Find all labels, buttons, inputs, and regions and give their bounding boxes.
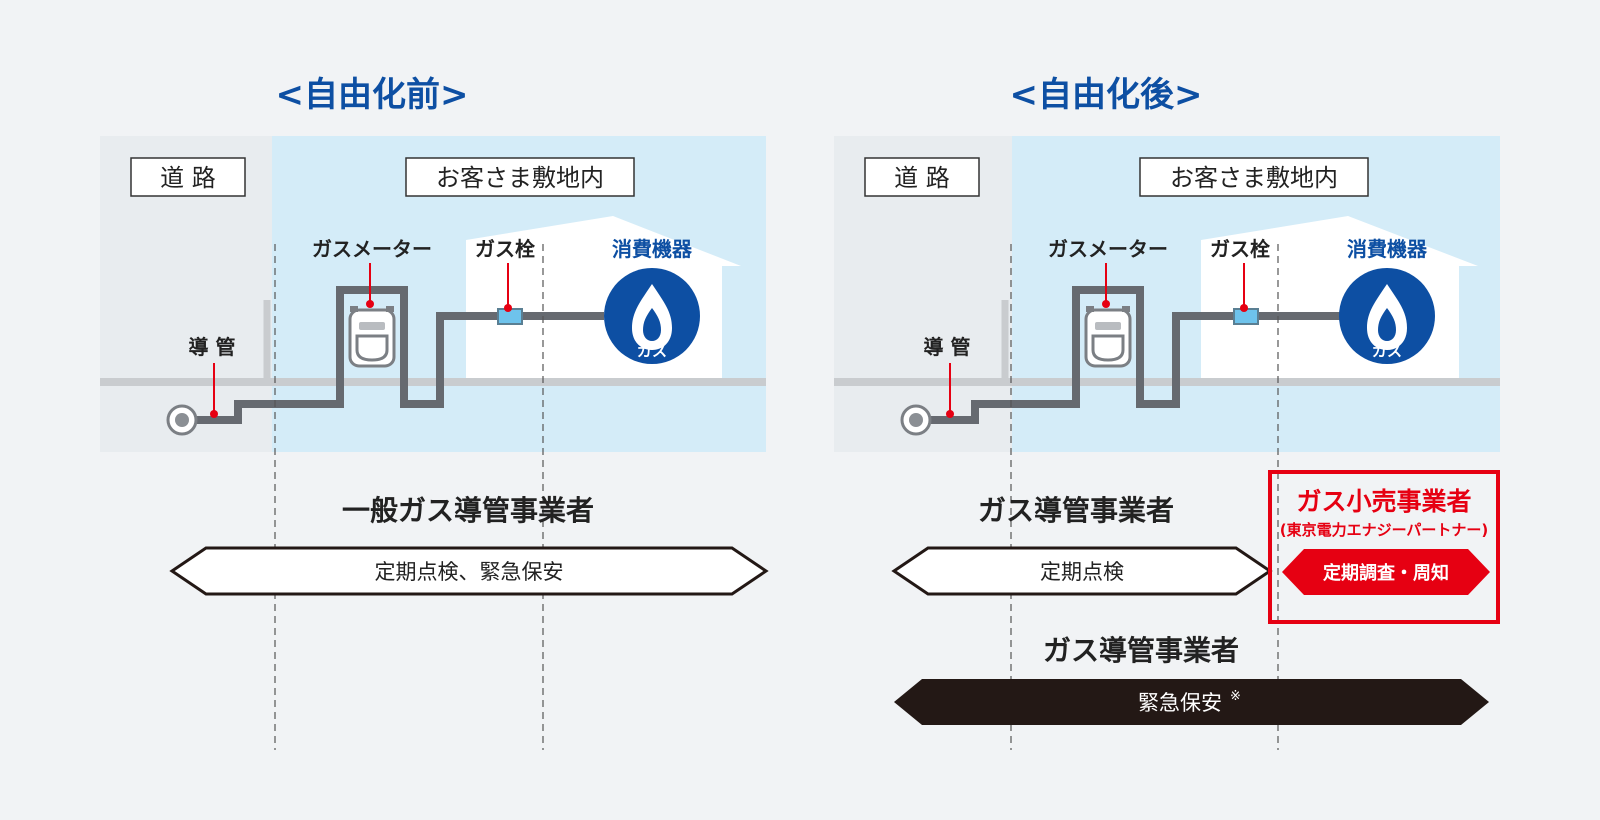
pipe-end-cap-icon <box>166 404 198 436</box>
meter-label: ガスメーター <box>1048 237 1168 261</box>
panel-title: <自由化後> <box>1010 75 1203 115</box>
retail-operator-sub: (東京電力エナジーパートナー) <box>1280 521 1489 539</box>
gas-icon-text: ガス <box>637 342 667 360</box>
ground-line <box>100 378 766 386</box>
meter-label: ガスメーター <box>312 237 432 261</box>
pipeline-service-arrow: 定期点検 <box>891 546 1273 596</box>
meter-pointer-dot <box>1102 300 1110 308</box>
gas-meter-icon <box>1084 304 1132 368</box>
appliance-gas-icon: ガス <box>1339 268 1435 364</box>
road-label-box: 道 路 <box>864 157 980 197</box>
valve-pointer-dot <box>1240 304 1248 312</box>
meter-pointer-dot <box>366 300 374 308</box>
gas-pipe <box>916 286 1340 424</box>
pipe-pointer-dot <box>210 410 218 418</box>
panel-title: <自由化前> <box>276 75 469 115</box>
premises-label: お客さま敷地内 <box>436 164 604 192</box>
appliance-label: 消費機器 <box>612 237 693 261</box>
premises-label-box: お客さま敷地内 <box>405 157 635 197</box>
valve-label: ガス栓 <box>1210 237 1270 261</box>
pipe-label: 導 管 <box>189 335 236 359</box>
pipeline-service-label: 定期点検 <box>1040 560 1124 584</box>
premises-label: お客さま敷地内 <box>1170 164 1338 192</box>
service-label: 定期点検、緊急保安 <box>375 560 564 584</box>
pipe-end-cap-icon <box>900 404 932 436</box>
valve-pointer-dot <box>504 304 512 312</box>
gas-pipe <box>182 286 604 424</box>
retail-service-arrow <box>1282 549 1490 595</box>
ground-line <box>834 378 1500 386</box>
emergency-note-mark: ※ <box>1230 689 1241 704</box>
road-label: 道 路 <box>894 164 950 192</box>
pipeline-operator-label: ガス導管事業者 <box>978 494 1174 527</box>
appliance-label: 消費機器 <box>1347 237 1428 261</box>
gas-icon-text: ガス <box>1372 342 1402 360</box>
road-label: 道 路 <box>160 164 216 192</box>
retail-operator-label: ガス小売事業者 <box>1296 487 1471 516</box>
premises-label-box: お客さま敷地内 <box>1139 157 1369 197</box>
pipe-pointer-dot <box>946 410 954 418</box>
pipe-label: 導 管 <box>924 335 971 359</box>
valve-label: ガス栓 <box>475 237 535 261</box>
gas-meter-icon <box>348 304 396 368</box>
service-arrow: 定期点検、緊急保安 <box>169 546 769 596</box>
road-label-box: 道 路 <box>130 157 246 197</box>
panel-before: <自由化前> 道 路 お客さま敷地内 ガス 導 管 <box>100 75 769 750</box>
emergency-service-label: 緊急保安 <box>1138 691 1222 715</box>
retail-service-label: 定期調査・周知 <box>1323 562 1449 584</box>
appliance-gas-icon: ガス <box>604 268 700 364</box>
emergency-service-arrow: 緊急保安 ※ <box>894 679 1489 725</box>
emergency-operator-label: ガス導管事業者 <box>1043 634 1239 667</box>
panel-after: <自由化後> 道 路 お客さま敷地内 ガス 導 管 <box>834 75 1500 750</box>
operator-label: 一般ガス導管事業者 <box>342 494 594 527</box>
retail-operator-box: ガス小売事業者 (東京電力エナジーパートナー) 定期調査・周知 <box>1268 470 1500 624</box>
